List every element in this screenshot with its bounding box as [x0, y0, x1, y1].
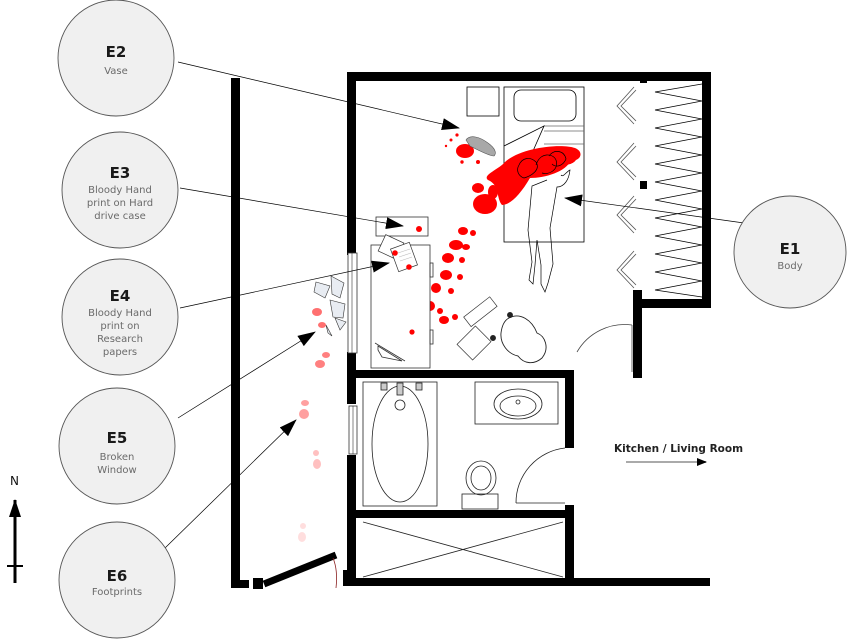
- closet-east-wall: [702, 72, 711, 308]
- evidence-desc: drive case: [94, 211, 145, 222]
- bathroom-east-wall-bottom: [565, 505, 574, 580]
- bedroom-east-wall: [633, 290, 642, 378]
- evidence-desc: print on: [100, 321, 139, 332]
- pillow: [513, 89, 577, 122]
- evidence-id: E5: [107, 429, 128, 447]
- body-outline[interactable]: [517, 151, 571, 293]
- leader-e1: [564, 194, 745, 224]
- evidence-desc: papers: [103, 347, 137, 358]
- evidence-marker-e4[interactable]: E4 Bloody Hand print on Research papers: [61, 258, 179, 376]
- corridor-south-wall-left: [231, 580, 249, 588]
- desk: [370, 216, 434, 369]
- evidence-id: E6: [107, 567, 128, 585]
- handprint-papers-1: [392, 250, 398, 256]
- evidence-marker-e3[interactable]: E3 Bloody Hand print on Hard drive case: [61, 131, 179, 249]
- bedroom-west-wall-top: [347, 72, 356, 255]
- evidence-id: E1: [780, 240, 801, 258]
- south-wall-stub: [343, 570, 349, 586]
- bedroom-window: [347, 252, 358, 354]
- handprint-hard-drive: [416, 226, 422, 232]
- front-door[interactable]: [262, 551, 338, 589]
- windows: [347, 252, 358, 455]
- evidence-desc: Window: [97, 465, 136, 476]
- evidence-id: E3: [110, 164, 131, 182]
- leader-e5: [177, 331, 316, 419]
- evidence-desc: Bloody Hand: [88, 185, 152, 196]
- bedroom-door[interactable]: [576, 324, 633, 372]
- router: [463, 296, 498, 328]
- evidence-desc: Bloody Hand: [88, 308, 152, 319]
- evidence-marker-e1[interactable]: E1 Body: [733, 195, 847, 309]
- evidence-desc: Vase: [104, 66, 128, 77]
- vase[interactable]: [465, 136, 496, 157]
- closet: [654, 83, 703, 298]
- bathroom-window: [348, 405, 358, 455]
- loose-papers: [456, 325, 492, 361]
- closet-south-wall: [640, 299, 711, 308]
- blood-pool: [444, 133, 581, 214]
- bathroom: [362, 381, 566, 578]
- bathroom-door-swing[interactable]: [515, 447, 566, 504]
- evidence-id: E2: [106, 43, 127, 61]
- bathroom-north-wall: [347, 370, 574, 378]
- bathroom-east-wall-top: [565, 370, 574, 448]
- closet-top-post: [640, 79, 647, 83]
- bathtub: [362, 381, 438, 507]
- exit-indicator: Kitchen / Living Room: [614, 443, 743, 466]
- closet-post: [640, 181, 647, 189]
- compass: N: [7, 474, 23, 583]
- broken-window-glass: [313, 275, 347, 337]
- leader-e2: [177, 61, 460, 130]
- office-chair: [490, 312, 547, 364]
- walls: [231, 72, 711, 589]
- evidence-id: E4: [110, 287, 131, 305]
- door-jamb-block: [253, 578, 263, 589]
- evidence-desc: Footprints: [92, 587, 142, 598]
- evidence-desc: Broken: [100, 452, 135, 463]
- bedroom-north-wall: [347, 72, 711, 81]
- handprint-desk: [409, 329, 415, 335]
- closet-bifold-doors[interactable]: [616, 86, 637, 289]
- closet-zigzag-hangers: [654, 83, 703, 298]
- leader-e6: [164, 419, 297, 549]
- evidence-desc: Body: [777, 261, 802, 272]
- toilet-tank: [461, 493, 499, 510]
- kitchen-living-room-label: Kitchen / Living Room: [614, 443, 743, 455]
- evidence-marker-e5[interactable]: E5 Broken Window: [58, 387, 176, 505]
- handprint-papers-2: [406, 264, 412, 270]
- evidence-marker-e6[interactable]: E6 Footprints: [58, 521, 176, 639]
- footprint-trail-bright: [392, 227, 476, 324]
- nightstand: [466, 86, 500, 117]
- evidence-marker-e2[interactable]: E2 Vase: [57, 0, 175, 117]
- bathroom-south-wall: [347, 510, 574, 518]
- north-label: N: [10, 474, 19, 488]
- research-papers[interactable]: [377, 234, 418, 273]
- handprints: [392, 226, 422, 335]
- toilet-bowl: [465, 460, 497, 496]
- corridor-west-wall: [231, 78, 240, 588]
- south-wall: [343, 578, 710, 586]
- evidence-desc: print on Hard: [87, 198, 153, 209]
- keyboard-monitor: [374, 342, 406, 362]
- sink-counter: [474, 381, 559, 425]
- evidence-desc: Research: [97, 334, 143, 345]
- evidence-leaders: [164, 61, 745, 549]
- leader-e3: [179, 187, 404, 230]
- leader-e4: [179, 260, 390, 309]
